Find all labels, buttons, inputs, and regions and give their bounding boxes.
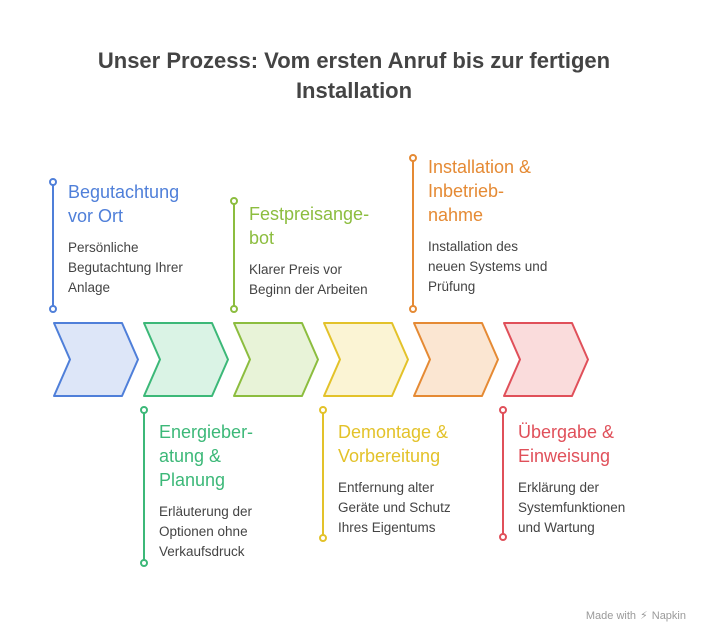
step-chevron [233, 322, 319, 397]
step-heading: Energieber- atung & Planung [159, 422, 254, 490]
connector-dot [230, 197, 238, 205]
connector-dot [49, 178, 57, 186]
connector-dot [499, 406, 507, 414]
step-heading: Festpreisange- bot [249, 204, 370, 248]
connector-dot [409, 154, 417, 162]
step-chevron [323, 322, 409, 397]
connector-dot [409, 305, 417, 313]
footer-text: Made with [585, 609, 637, 622]
step-description: Persönliche Begutachtung Ihrer Anlage [68, 240, 183, 295]
step-chevron [143, 322, 229, 397]
footer-brand: Napkin [651, 609, 686, 622]
connector-dot [140, 406, 148, 414]
connector-dot [499, 533, 507, 541]
step-chevron [413, 322, 499, 397]
step-chevron [53, 322, 139, 397]
connector-dot [319, 534, 327, 542]
step-description: Entfernung alter Geräte und Schutz Ihres… [338, 480, 451, 535]
step-description: Erklärung der Systemfunktionen und Wartu… [518, 480, 626, 535]
step-description: Klarer Preis vor Beginn der Arbeiten [249, 262, 368, 297]
diagram-title: Unser Prozess: Vom ersten Anruf bis zur … [97, 48, 611, 103]
step-heading: Demontage & Vorbereitung [338, 422, 449, 466]
connector-dot [140, 559, 148, 567]
step-description: Installation des neuen Systems und Prüfu… [428, 239, 548, 294]
connector-dot [230, 305, 238, 313]
step-heading: Installation & Inbetrieb- nahme [428, 157, 532, 225]
connector-dot [319, 406, 327, 414]
step-chevron [503, 322, 589, 397]
footer: Made with ⚡ Napkin [585, 609, 686, 623]
step-heading: Übergabe & Einweisung [518, 422, 615, 466]
step-heading: Begutachtung vor Ort [68, 182, 180, 226]
napkin-logo-icon: ⚡ [640, 610, 648, 622]
connector-dot [49, 305, 57, 313]
step-description: Erläuterung der Optionen ohne Verkaufsdr… [159, 504, 253, 559]
